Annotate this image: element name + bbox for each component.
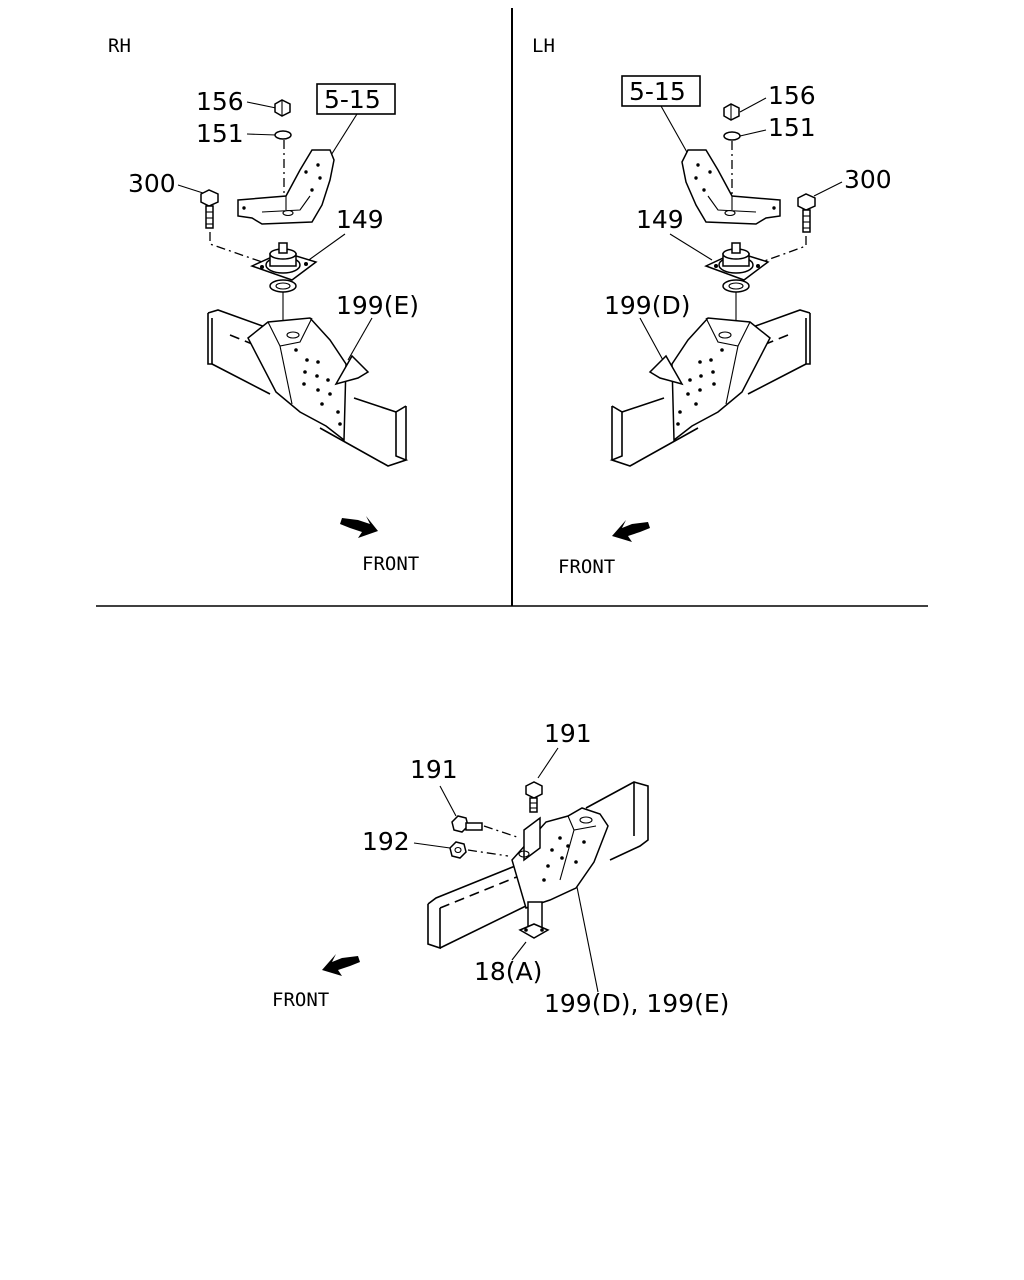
lh-frame-rail [609, 309, 811, 467]
lh-callout-300: 300 [844, 165, 892, 194]
lh-bolt-300 [797, 193, 816, 233]
rh-mount-149 [249, 242, 318, 293]
rh-ref-box: 5-15 [316, 83, 396, 161]
lh-front-label: FRONT [558, 556, 615, 578]
bottom-clip-18a [518, 901, 550, 939]
lh-mount-149 [704, 242, 770, 293]
rh-callout-151: 151 [196, 119, 244, 148]
lh-ref-box: 5-15 [621, 75, 701, 155]
lh-panel: LH 5-15 156 151 300 149 199(D) [532, 35, 892, 578]
bottom-front-label: FRONT [272, 989, 329, 1011]
lh-side-label: LH [532, 35, 555, 57]
rh-panel: RH 5-15 156 151 300 149 199(E) [108, 35, 419, 575]
bottom-chassis-bracket [511, 807, 609, 909]
rh-front-label: FRONT [362, 553, 419, 575]
lh-chassis-bracket-199d [648, 317, 771, 442]
bottom-callout-191-side: 191 [410, 755, 458, 784]
lh-engine-bracket [681, 149, 781, 225]
bottom-front-arrow-icon [322, 954, 360, 976]
bottom-callout-18a: 18(A) [474, 957, 542, 986]
lh-front-arrow-icon [612, 520, 650, 542]
rh-nut-156 [274, 99, 291, 117]
rh-chassis-bracket-199e [247, 317, 370, 442]
lh-callout-151: 151 [768, 113, 816, 142]
lh-callout-149: 149 [636, 205, 684, 234]
rh-callout-199e: 199(E) [336, 291, 419, 320]
lh-callout-156: 156 [768, 81, 816, 110]
rh-bolt-300 [200, 189, 219, 229]
bottom-nut-192 [449, 841, 467, 859]
bottom-detail-panel: 191 191 192 18(A) 199(D), 199(E) [272, 719, 729, 1018]
lh-ref-box-label: 5-15 [629, 77, 686, 106]
rh-engine-bracket [237, 149, 335, 225]
rh-washer-151 [274, 130, 292, 140]
lh-washer-151 [723, 131, 741, 141]
lh-nut-156 [723, 103, 740, 121]
bottom-callout-192: 192 [362, 827, 410, 856]
bottom-frame-rail [427, 781, 649, 950]
rh-callout-149: 149 [336, 205, 384, 234]
rh-callout-156: 156 [196, 87, 244, 116]
lh-callout-199d: 199(D) [604, 291, 690, 320]
bottom-callout-199d-199e: 199(D), 199(E) [544, 989, 729, 1018]
rh-callout-300: 300 [128, 169, 176, 198]
bottom-bolt-191-side [451, 815, 483, 833]
rh-ref-box-label: 5-15 [324, 85, 381, 114]
bottom-bolt-191-top [525, 781, 543, 813]
rh-front-arrow-icon [340, 516, 378, 538]
bottom-callout-191-top: 191 [544, 719, 592, 748]
rh-side-label: RH [108, 35, 131, 57]
